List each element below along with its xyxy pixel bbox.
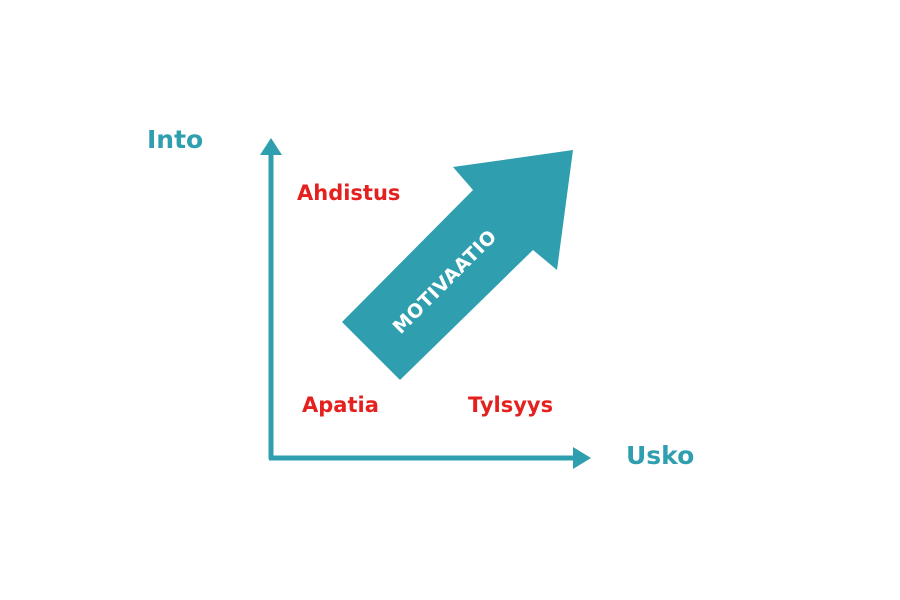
x-axis-label: Usko: [626, 441, 695, 470]
y-axis-arrowhead: [260, 138, 282, 155]
zone-label-anxiety: Ahdistus: [297, 181, 401, 205]
zone-label-apathy: Apatia: [302, 393, 379, 417]
motivation-arrow: [342, 150, 573, 380]
x-axis-arrowhead: [573, 447, 591, 469]
y-axis-label: Into: [147, 125, 204, 154]
zone-label-boredom: Tylsyys: [468, 393, 554, 417]
